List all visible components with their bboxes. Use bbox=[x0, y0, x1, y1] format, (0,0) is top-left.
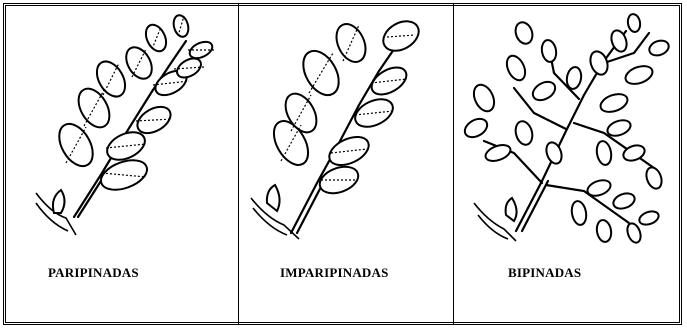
panel-label: IMPARIPINADAS bbox=[280, 265, 389, 281]
panel-bipinnate: BIPINADAS bbox=[454, 3, 682, 325]
panel-label: PARIPINADAS bbox=[48, 265, 139, 281]
panel-label: BIPINADAS bbox=[508, 265, 581, 281]
panel-imparipinnate: IMPARIPINADAS bbox=[239, 3, 453, 325]
panel-paripinnate: PARIPINADAS bbox=[6, 3, 238, 325]
